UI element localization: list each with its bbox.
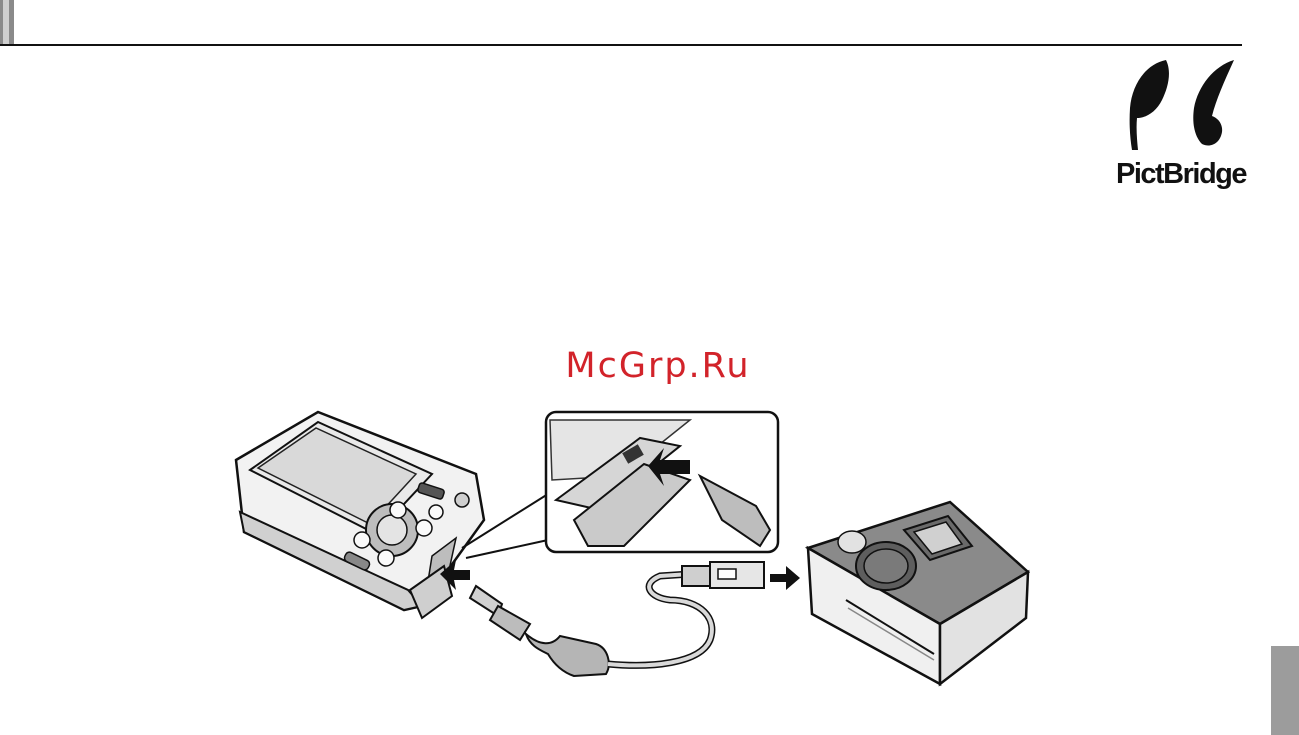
usb-port-closeup: [546, 412, 778, 552]
connect-arrow-icon: [770, 566, 800, 590]
usb-cable-icon: [470, 562, 764, 676]
callout-line: [466, 540, 548, 558]
printer-icon: [808, 502, 1028, 684]
side-tab: [1271, 646, 1299, 735]
camera-icon: [236, 412, 484, 618]
